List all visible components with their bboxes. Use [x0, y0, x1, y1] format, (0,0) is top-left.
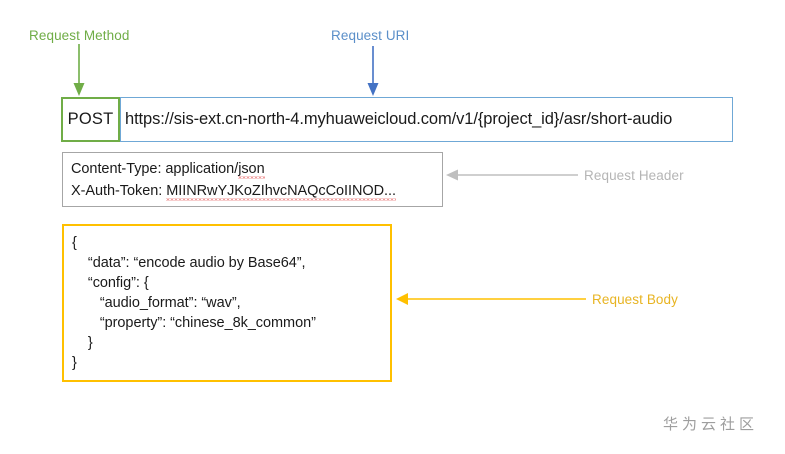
- request-uri-value: https://sis-ext.cn-north-4.myhuaweicloud…: [125, 110, 673, 128]
- body-line: “config”: {: [72, 275, 149, 291]
- header-value-flagged: json: [238, 161, 265, 177]
- arrow-down-blue-icon: [367, 46, 379, 96]
- request-method-value: POST: [67, 110, 114, 128]
- annotation-label-request-uri: Request URI: [331, 28, 410, 43]
- annotation-label-request-method: Request Method: [29, 28, 130, 43]
- request-uri-box: https://sis-ext.cn-north-4.myhuaweicloud…: [120, 97, 733, 142]
- request-header-box: Content-Type: application/json X-Auth-To…: [62, 152, 443, 207]
- annotation-label-request-header: Request Header: [584, 168, 684, 183]
- request-body-box: { “data”: “encode audio by Base64”, “con…: [62, 224, 392, 382]
- header-name: X-Auth-Token:: [71, 183, 163, 199]
- body-line: “audio_format”: “wav”,: [72, 295, 241, 311]
- arrow-left-yellow-icon: [396, 293, 586, 305]
- body-line: “data”: “encode audio by Base64”,: [72, 255, 306, 271]
- arrow-left-gray-icon: [446, 169, 578, 181]
- header-value-flagged: MIINRwYJKoZIhvcNAQcCoIINOD...: [166, 183, 396, 199]
- annotation-label-request-body: Request Body: [592, 292, 679, 307]
- body-line: }: [72, 335, 93, 351]
- request-method-box: POST: [61, 97, 120, 142]
- body-line: {: [72, 235, 77, 251]
- body-line: }: [72, 355, 77, 371]
- header-row: Content-Type: application/json: [71, 158, 442, 180]
- header-row: X-Auth-Token: MIINRwYJKoZIhvcNAQcCoIINOD…: [71, 180, 442, 202]
- body-line: “property”: “chinese_8k_common”: [72, 315, 316, 331]
- header-value: application/: [161, 161, 239, 177]
- watermark-text: 华为云社区: [663, 415, 759, 433]
- arrow-down-green-icon: [73, 44, 85, 96]
- header-name: Content-Type:: [71, 161, 162, 177]
